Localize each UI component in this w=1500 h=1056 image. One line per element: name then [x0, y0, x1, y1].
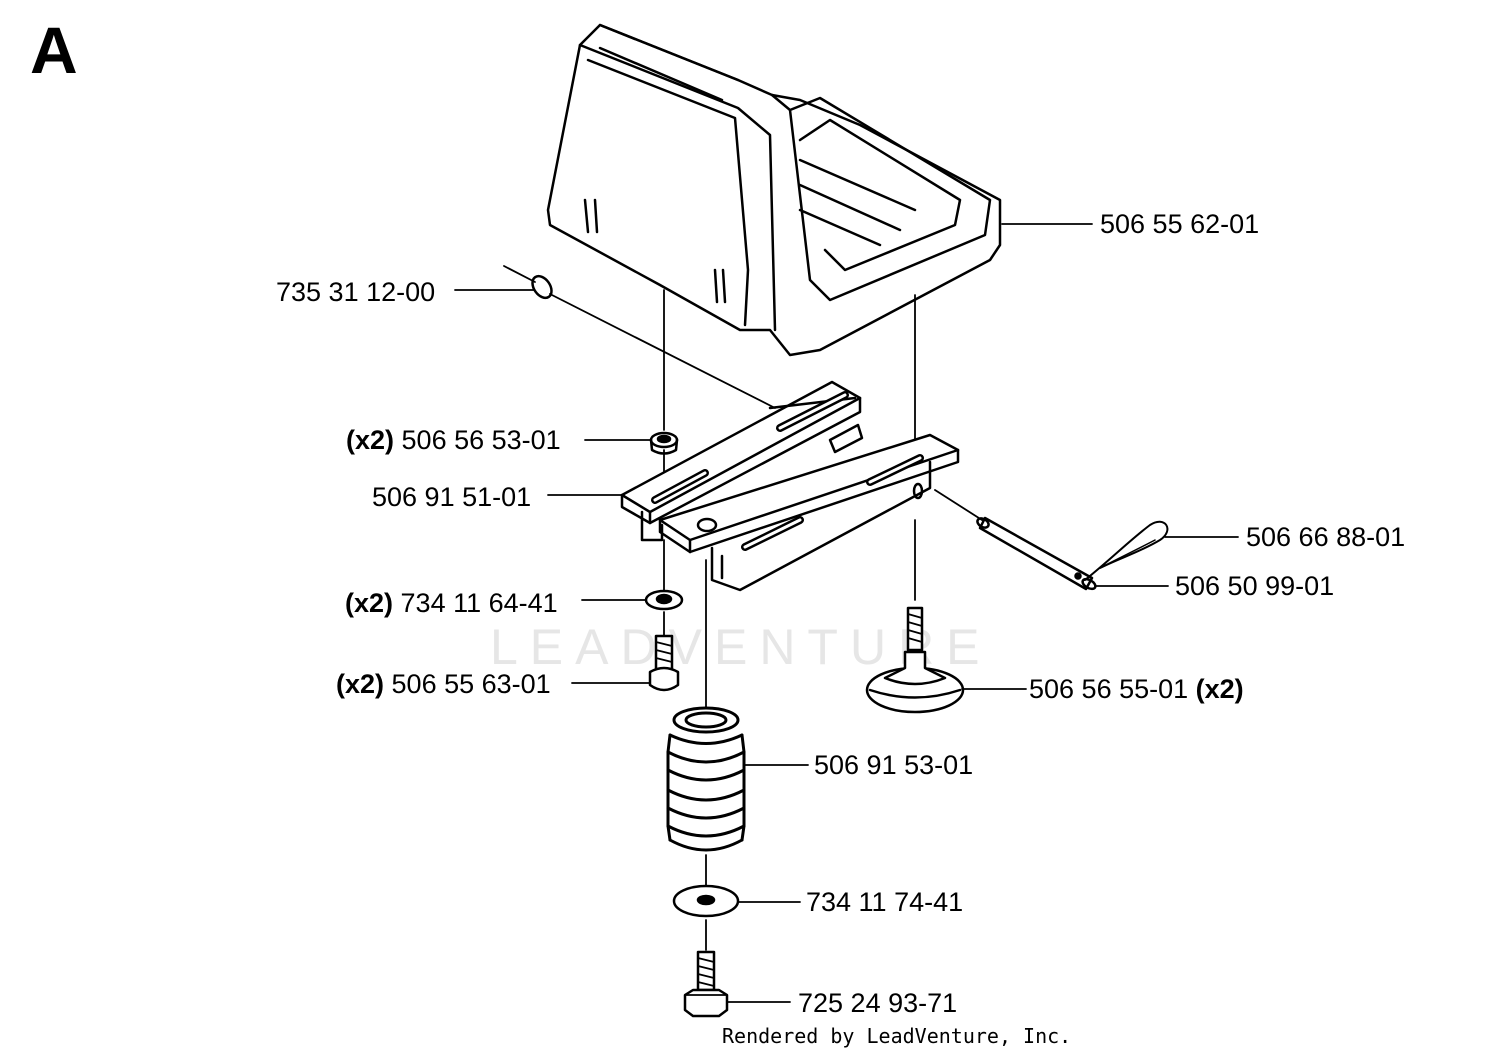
callout-bolt: 725 24 93-71: [798, 988, 957, 1018]
part-number: 734 11 64-41: [400, 588, 558, 618]
part-number: 725 24 93-71: [798, 988, 958, 1018]
part-number: 506 66 88-01: [1246, 522, 1406, 552]
part-number: 506 55 63-01: [391, 669, 551, 699]
clip-ring-drawing: [503, 265, 776, 409]
part-number: 506 56 55-01: [1029, 674, 1189, 704]
washer-large-drawing: [672, 884, 740, 918]
watermark: LEADVENTURE: [490, 619, 992, 675]
part-number: 506 56 53-01: [401, 425, 561, 455]
part-number: 735 31 12-00: [276, 277, 436, 307]
callout-seat: 506 55 62-01: [1100, 209, 1259, 239]
part-number: 506 91 51-01: [372, 482, 532, 512]
callout-bracket: 506 91 51-01: [372, 482, 531, 512]
bracket-drawing: [620, 380, 960, 592]
callout-hair-pin: 506 66 88-01: [1246, 522, 1405, 552]
callout-washer-small: (x2) 734 11 64-41: [345, 588, 558, 618]
part-quantity: (x2): [345, 588, 394, 618]
bolt-drawing: [683, 950, 729, 1018]
callout-spring: 506 91 53-01: [814, 750, 973, 780]
screw-drawing: [648, 634, 680, 692]
part-number: 506 50 99-01: [1175, 571, 1335, 601]
hair-pin-drawing: [1084, 520, 1169, 581]
washer-small-drawing: [644, 589, 684, 611]
part-number: 506 91 53-01: [814, 750, 974, 780]
part-quantity: (x2): [346, 425, 395, 455]
callout-clip-ring: 735 31 12-00: [276, 277, 435, 307]
pin-drawing: [976, 516, 1097, 591]
callout-screw: (x2) 506 55 63-01: [336, 669, 551, 699]
part-quantity: (x2): [336, 669, 385, 699]
part-number: 734 11 74-41: [806, 887, 964, 917]
centerlines: [663, 289, 983, 951]
callout-knob: 506 56 55-01 (x2): [1029, 674, 1244, 704]
spring-drawing: [666, 706, 746, 852]
callout-nut: (x2) 506 56 53-01: [346, 425, 561, 455]
sheet-letter: A: [30, 13, 78, 87]
leader-lines: [454, 223, 1239, 1003]
knob-drawing: [865, 606, 965, 714]
seat-drawing: [546, 23, 1002, 357]
part-number: 506 55 62-01: [1100, 209, 1260, 239]
callout-pin: 506 50 99-01: [1175, 571, 1334, 601]
callout-washer-large: 734 11 74-41: [806, 887, 963, 917]
footer-credit: Rendered by LeadVenture, Inc.: [722, 1024, 1072, 1048]
part-quantity: (x2): [1195, 674, 1244, 704]
nut-drawing: [649, 431, 679, 455]
